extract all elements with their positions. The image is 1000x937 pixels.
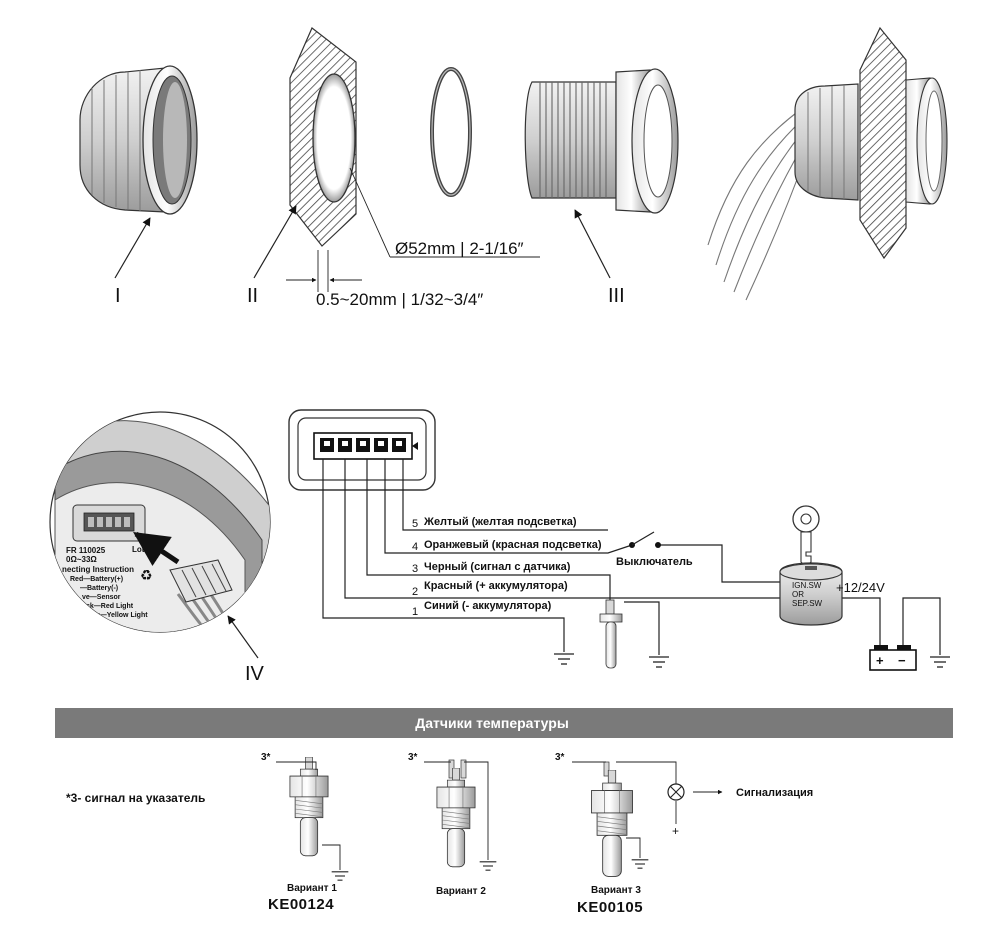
connector-text-1: 0Ω~33Ω: [66, 555, 97, 564]
wire-1-num: 1: [412, 606, 418, 618]
connector-text-6: ck—Red Light: [86, 603, 134, 610]
wire-5: [402, 459, 608, 531]
sensor-variant-1: [276, 757, 349, 881]
wire-5-label: Желтый (желтая подсветка): [423, 516, 577, 528]
key-icon: [792, 505, 820, 568]
label-part-1: I: [115, 285, 121, 307]
wire-1: [322, 459, 565, 652]
wiring-sensor: [599, 599, 623, 669]
wire-battery-ground: [902, 597, 941, 655]
wire-3: [366, 459, 611, 605]
switch-contact-right: [655, 542, 661, 548]
label-part-2: II: [247, 285, 258, 307]
battery-plus: +: [876, 653, 884, 668]
alarm-label: Сигнализация: [736, 787, 813, 799]
arrow-part-2: [253, 205, 297, 279]
arrow-part-1: [114, 217, 151, 279]
battery-icon: [869, 645, 917, 671]
o-ring: [430, 67, 472, 197]
wire-sensor-ground: [624, 601, 660, 655]
panel-section: [289, 27, 357, 247]
sensor-variant-3: [572, 761, 677, 877]
sensors-banner: [55, 708, 953, 738]
wire-3-label: Черный (сигнал с датчика): [424, 561, 571, 573]
ground-icon-2: [648, 656, 670, 668]
label-part-4: IV: [245, 663, 265, 685]
connector-text-4: —Battery(-): [80, 585, 118, 592]
ign-line-0: IGN.SW: [792, 581, 822, 590]
diameter-leader: [349, 167, 391, 258]
battery-minus: −: [898, 653, 906, 668]
wire-2-num: 2: [412, 586, 418, 598]
switch-label: Выключатель: [616, 556, 693, 568]
connector-text-3: Red—Battery(+): [70, 576, 123, 583]
connector-text-2: necting Instruction: [62, 565, 134, 574]
wire-2-label: Красный (+ аккумулятора): [424, 580, 568, 592]
sensors-banner-title: Датчики температуры: [415, 715, 569, 731]
ground-icon-3: [929, 656, 951, 668]
connector-block: [288, 409, 436, 491]
connector-zoom: FR 110025 0Ω~33Ω necting Instruction Red…: [49, 411, 271, 633]
sensor-3-code: KE00105: [577, 899, 643, 916]
diameter-label: Ø52mm | 2-1/16″: [395, 239, 524, 258]
connector-text-7: ow—Yellow Light: [90, 612, 148, 619]
ign-line-1: OR: [792, 590, 804, 599]
wire-ign-battery-plus: [840, 597, 881, 645]
sensor-1-terminal: 3*: [261, 752, 271, 763]
sensor-1-name: Вариант 1: [287, 883, 337, 894]
alarm-lamp-icon: [667, 783, 685, 801]
wiring-lines: [322, 459, 941, 655]
wire-2: [344, 459, 780, 599]
arrow-part-3: [574, 209, 611, 279]
sensor-variant-2: [424, 759, 497, 871]
sensor-3-name: Вариант 3: [591, 885, 641, 896]
sensor-1-code: KE00124: [268, 896, 334, 913]
wire-3-num: 3: [412, 563, 418, 575]
alarm-plus: +: [672, 824, 679, 838]
threaded-nut: [524, 68, 679, 214]
ignition-switch: [779, 562, 843, 626]
bezel-ring: [79, 65, 198, 215]
connector-text-5: ve—Sensor: [82, 594, 121, 601]
recycle-icon: ♻: [140, 567, 153, 583]
wire-5-num: 5: [412, 518, 418, 530]
ground-icon-1: [553, 653, 575, 665]
sensor-2-terminal: 3*: [408, 752, 418, 763]
assembled-gauge: [707, 26, 948, 301]
ign-line-2: SEP.SW: [792, 599, 823, 608]
wire-1-label: Синий (- аккумулятора): [424, 600, 552, 612]
thickness-label: 0.5~20mm | 1/32~3/4″: [316, 290, 483, 309]
voltage-label: +12/24V: [836, 580, 885, 595]
wire-4: [384, 459, 633, 554]
connector-text-8: UP: [100, 622, 110, 629]
connector-lot: Lot: [132, 545, 145, 554]
arrow-part-4: [227, 615, 259, 659]
wire-4-num: 4: [412, 541, 418, 553]
sensor-3-terminal: 3*: [555, 752, 565, 763]
switch-lever: [631, 531, 655, 546]
sensors-note: *3- сигнал на указатель: [66, 791, 205, 805]
wire-switch-ign: [658, 544, 782, 583]
sensor-2-name: Вариант 2: [436, 886, 486, 897]
connector-text-0: FR 110025: [66, 546, 106, 555]
label-part-3: III: [608, 285, 625, 307]
wire-4-label: Оранжевый (красная подсветка): [424, 539, 602, 551]
